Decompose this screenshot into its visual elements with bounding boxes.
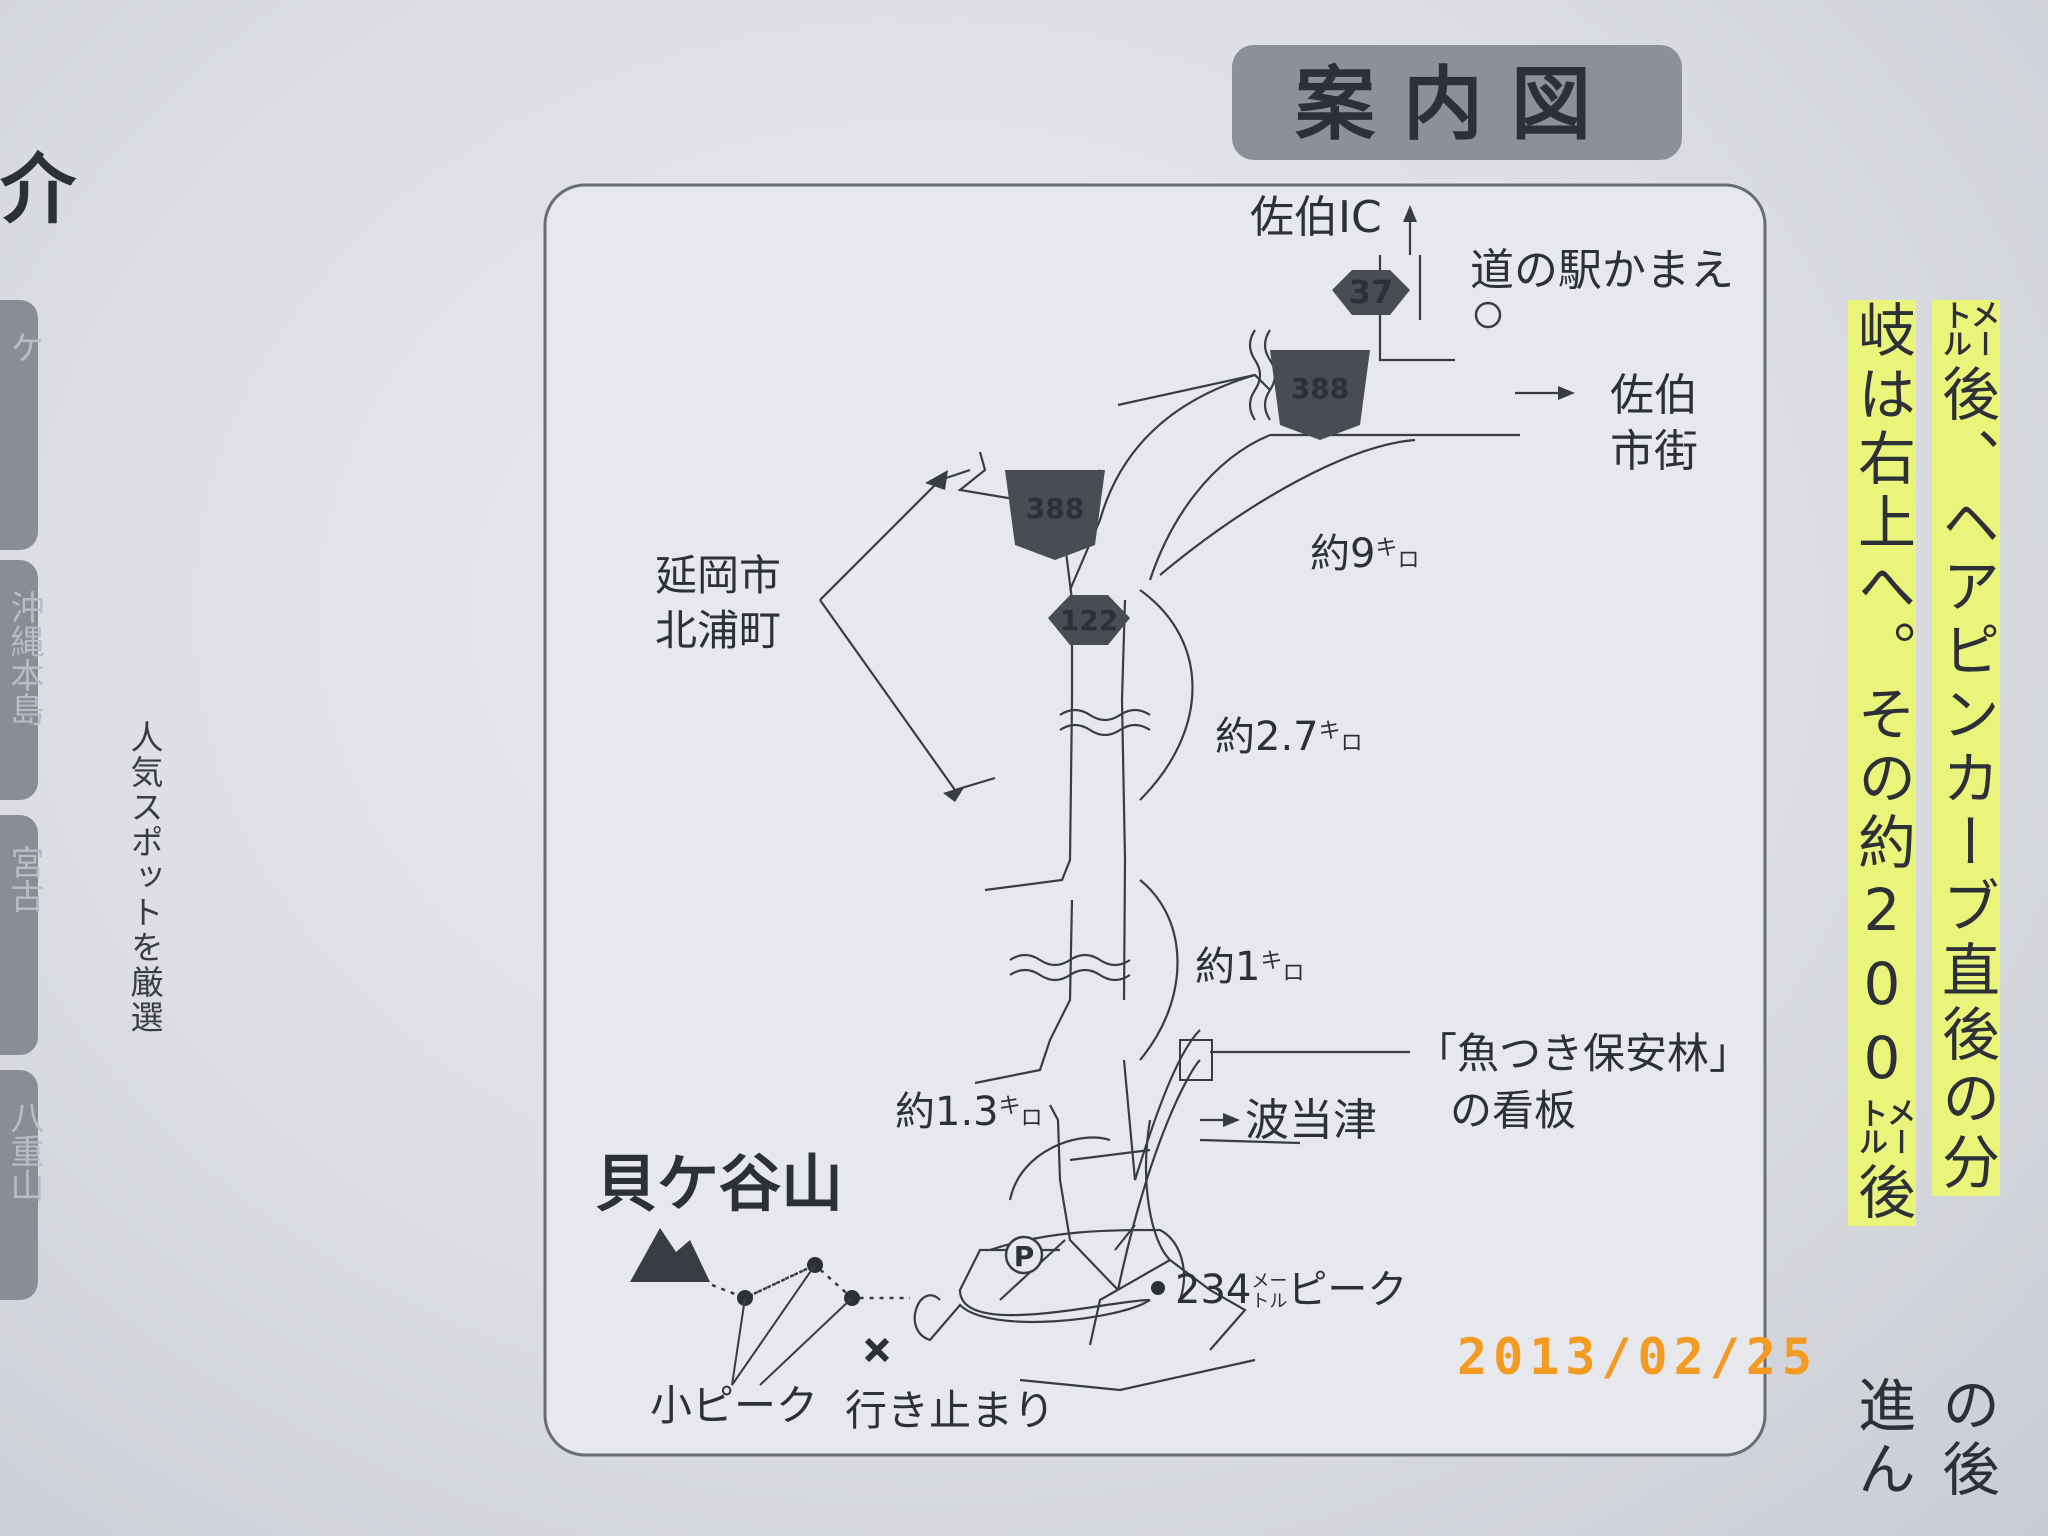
label-michinoeki: 道の駅かまえ (1470, 245, 1734, 296)
svg-text:388: 388 (1026, 492, 1084, 525)
label-nobeoka-2: 北浦町 (655, 606, 781, 655)
mountain-name: 貝ケ谷山 (595, 1147, 843, 1220)
signboard-icon (1179, 1039, 1213, 1081)
side-caption: 人気スポットを厳選 (125, 720, 164, 1035)
article-column-bottom-1: の後 (1932, 1375, 2000, 1503)
distance-1-3km: 約1.3キロ (895, 1089, 1043, 1135)
route-388-shield-upper: 388 (1270, 350, 1370, 440)
label-sign-2: の看板 (1450, 1086, 1576, 1135)
side-tab-miyako[interactable]: 宮古 (0, 815, 44, 1055)
label-dead-end: 行き止まり (845, 1386, 1055, 1435)
michinoeki-marker (1474, 301, 1502, 329)
dead-end-marker (864, 1337, 890, 1363)
route-388-shield-lower: 388 (1005, 470, 1105, 560)
label-hatozu: 波当津 (1245, 1095, 1377, 1146)
svg-text:P: P (1014, 1240, 1035, 1273)
svg-text:122: 122 (1060, 604, 1118, 637)
left-page-title-fragment: 介 (0, 145, 76, 234)
article-column-2: 岐は右上へ。その約200㍍後 (1848, 300, 1916, 1226)
distance-9km: 約9キロ (1310, 531, 1419, 577)
title-banner (1232, 45, 1682, 160)
distance-2-7km: 約2.7キロ (1215, 714, 1363, 760)
article-column-1: ㍍後、ヘアピンカーブ直後の分 (1932, 300, 2000, 1196)
route-37-shield: 37 (1332, 270, 1410, 315)
label-saeki-ic: 佐伯IC (1250, 192, 1382, 243)
label-sign-1: 「魚つき保安林」 (1415, 1029, 1751, 1078)
date-stamp: 2013/02/25 (1457, 1328, 1819, 1386)
article-column-bottom-2: 進ん (1848, 1375, 1916, 1503)
map-frame (543, 183, 1767, 1457)
distance-1km: 約1キロ (1195, 944, 1304, 990)
peak-234-dot (1151, 1281, 1165, 1295)
parking-icon: P (1004, 1235, 1044, 1275)
label-small-peak: 小ピーク (650, 1381, 818, 1430)
route-122-shield: 122 (1048, 595, 1130, 645)
side-tab-okinawa[interactable]: 沖縄本島 (0, 560, 44, 800)
svg-text:388: 388 (1291, 372, 1349, 405)
map-title: 案内図 (1295, 58, 1619, 151)
side-tab-yaeyama[interactable]: 八重山 (0, 1070, 44, 1300)
svg-text:37: 37 (1349, 273, 1394, 311)
label-nobeoka-1: 延岡市 (655, 551, 781, 600)
mountain-icon (630, 1228, 710, 1282)
label-saeki-city-1: 佐伯 (1610, 370, 1698, 421)
side-tab-1[interactable]: ケ (0, 300, 44, 550)
label-peak-234: 234メートルピーク (1175, 1267, 1407, 1313)
label-saeki-city-2: 市街 (1610, 426, 1698, 477)
